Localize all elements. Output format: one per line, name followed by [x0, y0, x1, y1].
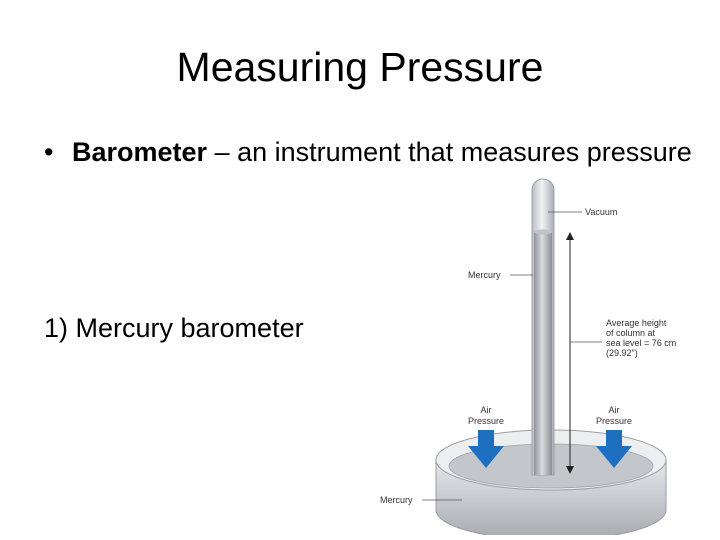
label-avg-height-3: sea level = 76 cm: [606, 338, 676, 348]
label-avg-height-1: Average height: [606, 318, 667, 328]
bullet-marker: •: [44, 137, 54, 167]
label-air-pressure-left-1: Air: [481, 405, 492, 415]
mercury-barometer-diagram: Vacuum Mercury Average height of column …: [380, 178, 676, 535]
label-air-pressure-left-2: Pressure: [468, 416, 504, 426]
label-avg-height-4: (29.92"): [606, 348, 638, 358]
label-air-pressure-right-1: Air: [609, 405, 620, 415]
slide-title: Measuring Pressure: [176, 44, 544, 90]
bullet-definition: – an instrument that measures pressure: [207, 137, 692, 167]
label-avg-height-2: of column at: [606, 328, 656, 338]
numbered-item: 1) Mercury barometer: [44, 313, 304, 343]
air-pressure-arrow-right-icon: [596, 430, 632, 468]
label-air-pressure-right-2: Pressure: [596, 416, 632, 426]
bullet-term: Barometer: [72, 137, 208, 167]
bullet-text: Barometer – an instrument that measures …: [72, 134, 702, 170]
mercury-column: [534, 232, 552, 475]
label-mercury-dish: Mercury: [380, 495, 413, 505]
label-mercury-column: Mercury: [468, 270, 501, 280]
glass-tube: [531, 178, 555, 476]
air-pressure-arrow-left-icon: [468, 430, 504, 468]
label-vacuum: Vacuum: [585, 207, 617, 217]
height-dimension: [566, 232, 574, 474]
